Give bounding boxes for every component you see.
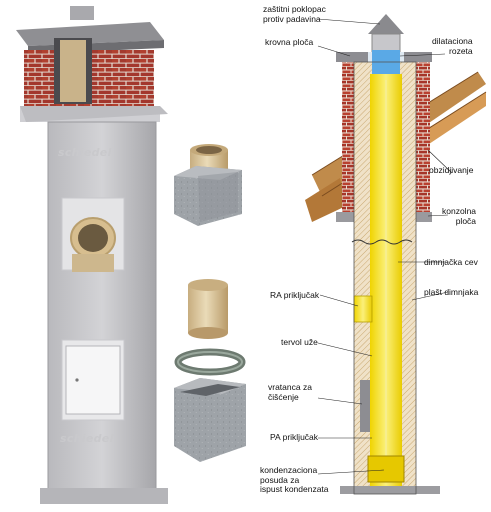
label-pa-connection: PA priključak (270, 432, 319, 442)
section-door (360, 380, 370, 432)
label-ra-connection: RA priključak (270, 290, 320, 300)
label-rain-cap: zaštitni poklopac protiv padavina (263, 4, 326, 24)
cap-pipe (70, 6, 94, 20)
label-expansion-rosette: dilataciona rozeta (432, 36, 473, 56)
brand-mark-bottom: schiedel (60, 432, 114, 445)
rain-cap (368, 14, 404, 34)
label-console-plate: konzolna ploča (442, 206, 477, 226)
section-base (340, 486, 440, 494)
chimney-base (40, 488, 168, 504)
components-exploded (174, 144, 246, 462)
label-cleaning-door: vratanca za čišćenje (268, 382, 312, 402)
insulation-top (372, 50, 400, 76)
label-chimney-pipe: dimnjačka cev (424, 257, 478, 267)
liner-pipe-bottom (188, 285, 228, 333)
assembled-chimney (16, 6, 168, 504)
concrete-block-bottom (174, 378, 246, 462)
condensate-pot (367, 455, 405, 483)
ra-branch (353, 295, 373, 323)
label-roof-plate: krovna ploča (265, 37, 314, 47)
cap-slab (16, 22, 164, 46)
leader-lines (317, 18, 453, 475)
label-masonry: obzidjivanje (429, 165, 474, 175)
label-condensate-pot: kondenzaciona posuda za ispust kondenzat… (260, 465, 329, 494)
chimney-column (48, 122, 156, 492)
label-rope-seal: tervol uže (281, 337, 318, 347)
brand-mark-top: schiedel (58, 146, 112, 159)
cross-section (305, 14, 487, 495)
label-chimney-casing: plašt dimnjaka (424, 287, 479, 297)
